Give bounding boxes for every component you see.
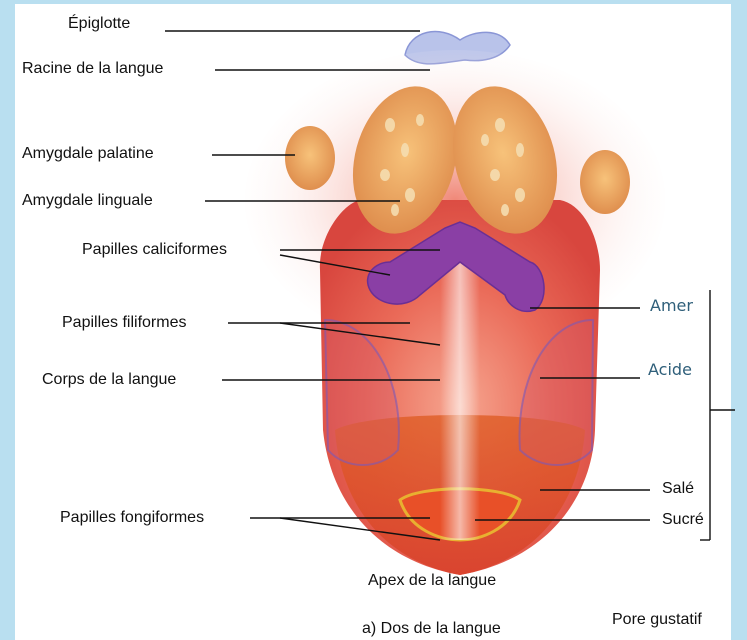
label-papilles-filiformes: Papilles filiformes (62, 314, 186, 332)
label-papilles-caliciformes: Papilles caliciformes (82, 241, 227, 259)
label-sale: Salé (662, 480, 694, 498)
palatine-tonsil-right (580, 150, 630, 214)
taste-bracket (700, 290, 735, 540)
label-corps: Corps de la langue (42, 371, 176, 389)
label-amygdale-palatine: Amygdale palatine (22, 145, 154, 163)
label-amygdale-linguale: Amygdale linguale (22, 192, 153, 210)
label-amer: Amer (650, 297, 693, 315)
label-acide: Acide (648, 361, 692, 379)
label-racine: Racine de la langue (22, 60, 163, 78)
label-sucre: Sucré (662, 511, 704, 529)
label-epiglotte: Épiglotte (68, 15, 130, 33)
label-pore-gustatif: Pore gustatif (612, 611, 702, 629)
label-apex: Apex de la langue (368, 572, 496, 590)
median-groove (440, 240, 480, 540)
label-papilles-fongiformes: Papilles fongiformes (60, 509, 204, 527)
figure-caption: a) Dos de la langue (362, 620, 501, 638)
palatine-tonsil-left (285, 126, 335, 190)
